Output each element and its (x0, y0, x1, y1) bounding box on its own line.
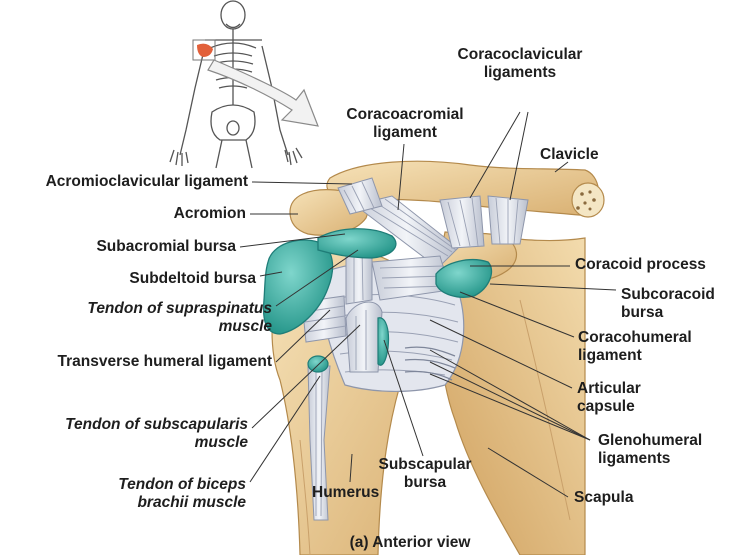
label-clavicle: Clavicle (540, 146, 599, 163)
subscapularis-tendon-shape (345, 301, 383, 373)
label-coracoclavicular-ligaments: Coracoclavicular ligaments (457, 46, 583, 81)
label-subdeltoid-bursa: Subdeltoid bursa (129, 270, 256, 287)
label-subscapular-bursa: Subscapular bursa (378, 456, 472, 491)
inset-highlight-shoulder (197, 43, 213, 57)
label-subcoracoid-bursa: Subcoracoid bursa (621, 286, 715, 321)
label-tendon-of-subscapularis: Tendon of subscapularis muscle (65, 416, 248, 451)
label-acromion: Acromion (173, 205, 246, 222)
biceps-tendon-shape (307, 365, 331, 521)
label-coracohumeral-ligament: Coracohumeral ligament (578, 329, 692, 364)
label-transverse-humeral-ligament: Transverse humeral ligament (57, 353, 272, 370)
label-tendon-of-supraspinatus: Tendon of supraspinatus muscle (87, 300, 272, 335)
subcoracoid-bursa-shape (435, 259, 493, 298)
label-subacromial-bursa: Subacromial bursa (96, 238, 236, 255)
label-coracoacromial-ligament: Coracoacromial ligament (346, 106, 464, 141)
subdeltoid-bursa-shape (262, 239, 334, 335)
label-coracoid-process: Coracoid process (575, 256, 706, 273)
inset-highlight-box (192, 39, 216, 61)
magnify-arrow (207, 59, 319, 127)
label-scapula: Scapula (574, 489, 634, 506)
label-glenohumeral-ligaments: Glenohumeral ligaments (598, 432, 703, 467)
clavicle-cut-end (571, 182, 605, 218)
supraspinatus-tendon-shape (345, 243, 373, 305)
coracoclavicular-ligaments-shape (439, 195, 529, 249)
subacromial-bursa-shape (317, 228, 397, 259)
label-articular-capsule: Articular capsule (577, 380, 641, 415)
label-tendon-of-biceps: Tendon of biceps brachii muscle (118, 476, 246, 511)
leader-lines (239, 111, 617, 498)
label-acromioclavicular-ligament: Acromioclavicular ligament (45, 173, 248, 190)
skeleton-inset (169, 0, 303, 169)
subscapular-bursa-shape (377, 317, 390, 366)
acromioclavicular-ligament-shape (337, 177, 383, 215)
glenohumeral-ligaments-shape (404, 346, 456, 381)
caption: (a) Anterior view (349, 534, 471, 551)
label-humerus: Humerus (312, 484, 380, 501)
